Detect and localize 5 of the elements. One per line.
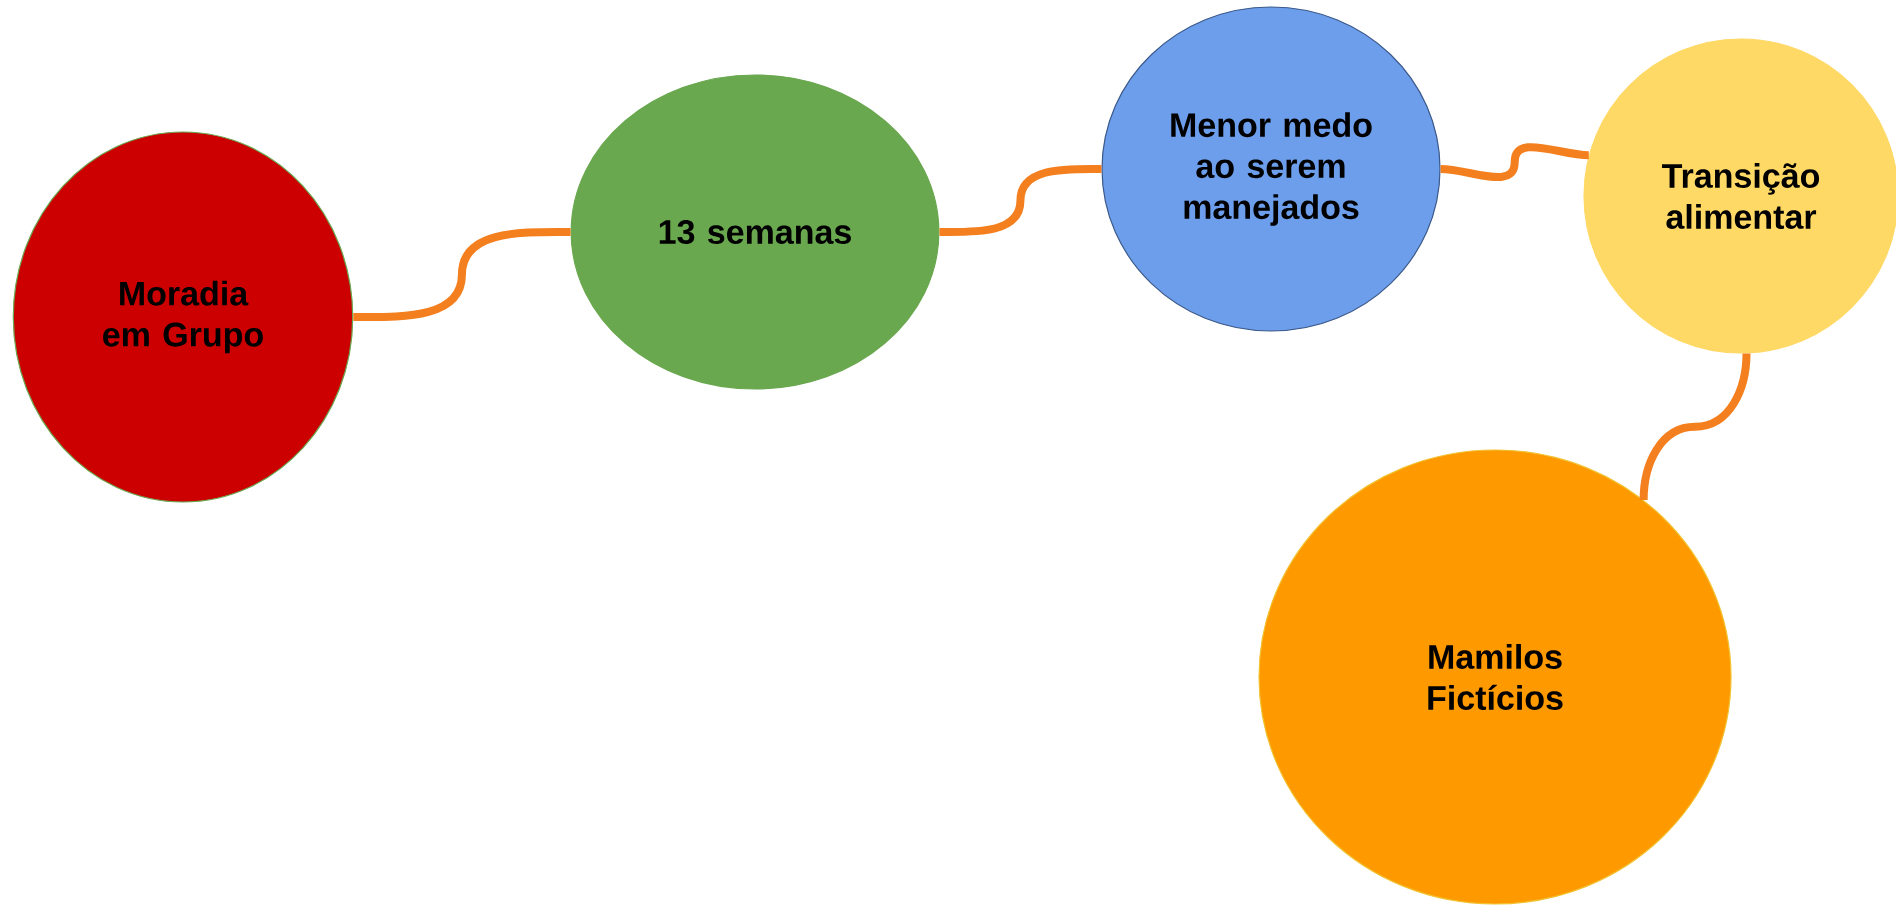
circle-node: 13 semanas [570, 74, 940, 390]
circle-node: Moradia em Grupo [12, 131, 354, 503]
circle-node: Menor medo ao serem manejados [1101, 6, 1441, 332]
circle-node: Transição alimentar [1583, 38, 1896, 354]
circle-node: Mamilos Fictícios [1258, 449, 1732, 905]
